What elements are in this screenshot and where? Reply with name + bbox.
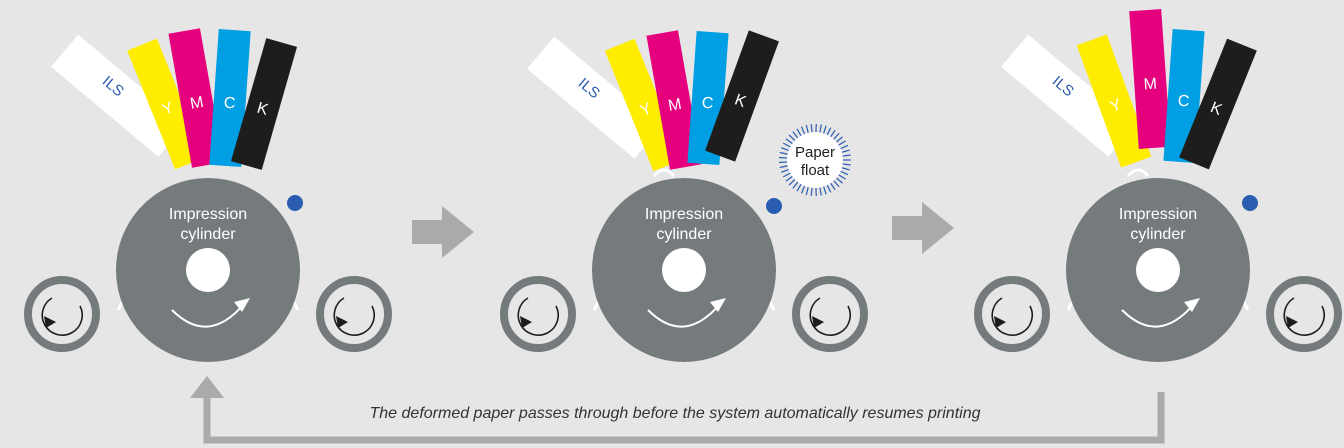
- printhead-bar: [127, 38, 205, 170]
- roller-arrowhead-icon: [520, 316, 532, 328]
- cylinder-label-line1: Impression: [1119, 206, 1197, 223]
- ils-bar: [527, 36, 662, 159]
- cylinder-label-line2: cylinder: [180, 226, 236, 243]
- printhead-bar: [705, 30, 779, 162]
- roller: [792, 276, 868, 352]
- printhead-y: Y: [604, 38, 684, 172]
- ils-bar: [1001, 34, 1136, 157]
- rotation-arrow-icon: [647, 303, 721, 328]
- rotation-arrowhead-icon: [234, 298, 250, 312]
- burst-center: [787, 132, 843, 188]
- cylinder-hub: [662, 248, 706, 292]
- feedback-loop-line: [203, 392, 1165, 444]
- paper-float-line1: Paper: [795, 144, 835, 161]
- printhead-bar: [1129, 9, 1171, 149]
- transition-arrow-2: [892, 202, 954, 254]
- roller-rotation-icon: [1283, 297, 1325, 336]
- printhead-bar: [230, 38, 298, 170]
- ils-bar: [51, 34, 186, 157]
- ils-head: ILS: [51, 34, 186, 157]
- sensor-dot: [766, 198, 782, 214]
- printhead-m: M: [646, 30, 702, 170]
- transition-arrow-1: [412, 206, 474, 258]
- printhead-bar: [1076, 34, 1152, 168]
- roller: [500, 276, 576, 352]
- cylinder-label-line1: Impression: [645, 206, 723, 223]
- rotation-arrowhead-icon: [1184, 298, 1200, 312]
- printhead-m: M: [168, 28, 224, 168]
- printhead-k: K: [230, 38, 298, 170]
- roller: [1266, 276, 1342, 352]
- roller-arrowhead-icon: [994, 316, 1006, 328]
- roller-rotation-icon: [809, 297, 851, 336]
- printhead-bar: [168, 28, 224, 168]
- roller: [316, 276, 392, 352]
- cylinder-label-line2: cylinder: [1130, 226, 1186, 243]
- roller-rotation-icon: [41, 297, 83, 336]
- cylinder-label-line1: Impression: [169, 206, 247, 223]
- printhead-bar: [646, 30, 702, 170]
- cylinder-hub: [186, 248, 230, 292]
- roller-arrowhead-icon: [336, 316, 348, 328]
- printhead-label: K: [255, 100, 270, 119]
- process-caption: The deformed paper passes through before…: [369, 405, 981, 422]
- printhead-m: M: [1129, 9, 1171, 149]
- roller: [974, 276, 1050, 352]
- roller-arrowhead-icon: [1286, 316, 1298, 328]
- roller-arrowhead-icon: [44, 316, 56, 328]
- ils-head: ILS: [1001, 34, 1136, 157]
- printhead-label: M: [1143, 76, 1157, 94]
- paper-bump: [1126, 168, 1150, 178]
- cylinder-label-line2: cylinder: [656, 226, 712, 243]
- printhead-label: M: [189, 94, 205, 113]
- cylinder-hub: [1136, 248, 1180, 292]
- printhead-label: C: [1177, 93, 1190, 111]
- rotation-arrowhead-icon: [710, 298, 726, 312]
- paper-bump: [652, 168, 676, 178]
- roller-arrowhead-icon: [812, 316, 824, 328]
- roller-rotation-icon: [991, 297, 1033, 336]
- printhead-y: Y: [1076, 34, 1152, 168]
- roller-rotation-icon: [517, 297, 559, 336]
- paper-float-line2: float: [801, 162, 830, 179]
- sensor-dot: [1242, 195, 1258, 211]
- ils-head: ILS: [527, 36, 662, 159]
- printhead-y: Y: [127, 38, 205, 170]
- printhead-label: C: [223, 95, 236, 113]
- feedback-loop-arrowhead: [190, 376, 224, 398]
- printhead-label: M: [667, 96, 683, 115]
- sensor-dot: [287, 195, 303, 211]
- roller: [24, 276, 100, 352]
- printhead-k: K: [1179, 38, 1257, 170]
- printhead-bar: [604, 38, 684, 172]
- printhead-k: K: [705, 30, 779, 162]
- roller-rotation-icon: [333, 297, 375, 336]
- printhead-label: C: [701, 95, 714, 113]
- rotation-arrow-icon: [1121, 303, 1195, 328]
- rotation-arrow-icon: [171, 303, 245, 328]
- printhead-bar: [1179, 38, 1257, 170]
